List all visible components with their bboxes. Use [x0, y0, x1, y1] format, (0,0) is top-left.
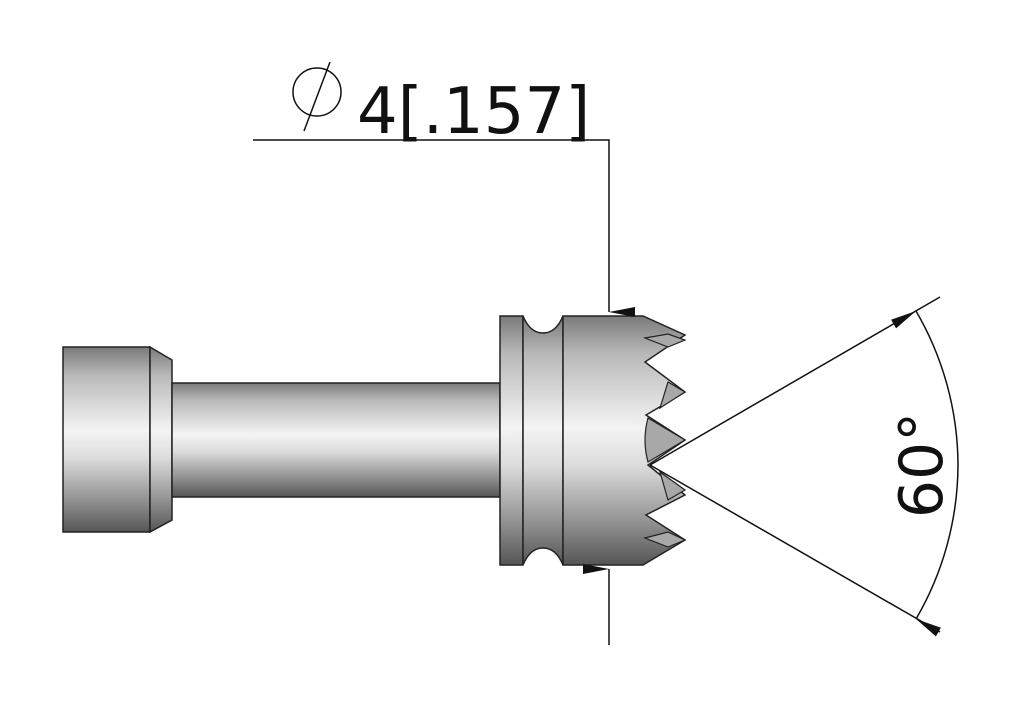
diameter-dimension [253, 139, 635, 645]
cap [62, 345, 173, 534]
groove [522, 315, 564, 566]
tooth-faces [642, 333, 687, 548]
flange [499, 315, 524, 566]
diameter-icon [292, 61, 342, 132]
angle-value: 60° [887, 412, 957, 518]
shaft [171, 382, 501, 498]
angle-dimension [649, 296, 959, 637]
diameter-value: 4[.157] [357, 75, 590, 149]
